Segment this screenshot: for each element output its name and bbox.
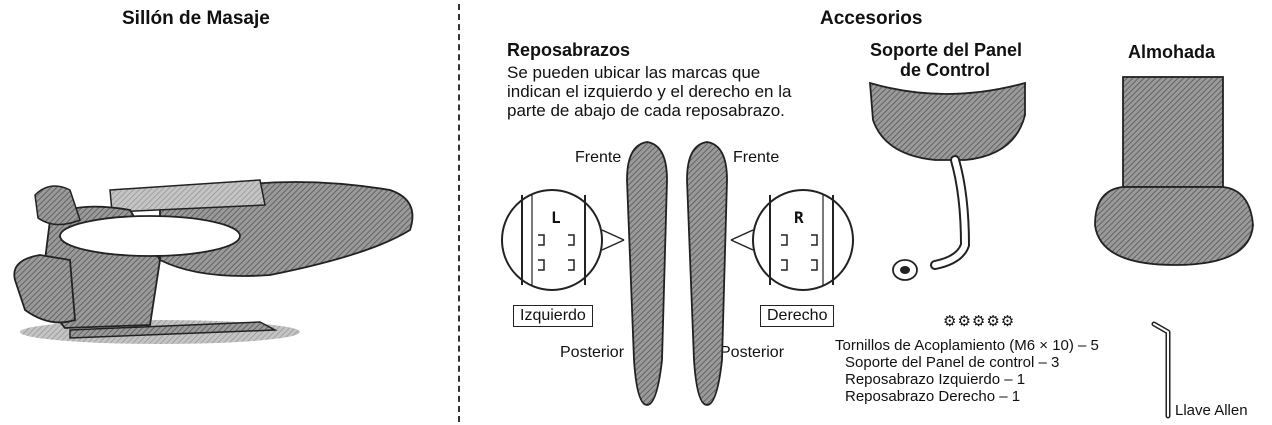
screws-line-2: Soporte del Panel de control – 3 (845, 354, 1060, 371)
back-label-right: Posterior (720, 344, 785, 361)
section-title-accessories: Accesorios (820, 8, 923, 29)
screws-icon: ⚙⚙⚙⚙⚙ (943, 312, 1016, 330)
panel-support-title: Soporte del Panel de Control (870, 40, 1023, 80)
screws-line-3: Reposabrazo Izquierdo – 1 (845, 371, 1026, 388)
right-armrest-mark: R (794, 208, 804, 227)
left-armrest-detail-circle (501, 189, 625, 291)
section-divider (458, 4, 460, 422)
armrest-description-line-2: indican el izquierdo y el derecho en la (507, 82, 792, 101)
armrest-description-line-3: parte de abajo de cada reposabrazo. (507, 101, 785, 120)
massage-chair-illustration (13, 179, 414, 344)
allen-key-icon (1151, 321, 1171, 419)
section-title-massage-chair: Sillón de Masaje (122, 8, 270, 29)
front-label-right: Frente (733, 149, 780, 166)
right-armrest-illustration (686, 141, 728, 406)
screws-line-1: Tornillos de Acoplamiento (M6 × 10) – 5 (835, 337, 1099, 354)
right-armrest-detail-circle (730, 189, 854, 291)
back-label-left: Posterior (560, 344, 625, 361)
right-armrest-label: Derecho (760, 305, 835, 327)
left-armrest-illustration (626, 141, 668, 406)
screws-line-4: Reposabrazo Derecho – 1 (845, 388, 1021, 405)
panel-support-title-line-1: Soporte del Panel (870, 40, 1023, 60)
panel-support-illustration (868, 81, 1026, 281)
front-label-left: Frente (575, 149, 622, 166)
allen-key-label: Llave Allen (1175, 402, 1248, 419)
pillow-title: Almohada (1128, 42, 1216, 62)
left-armrest-mark: L (551, 208, 561, 227)
armrest-description-line-1: Se pueden ubicar las marcas que (507, 63, 761, 82)
left-armrest-label: Izquierdo (513, 305, 593, 327)
pillow-illustration (1094, 76, 1254, 266)
armrest-title: Reposabrazos (507, 40, 631, 60)
panel-support-title-line-2: de Control (900, 60, 990, 80)
